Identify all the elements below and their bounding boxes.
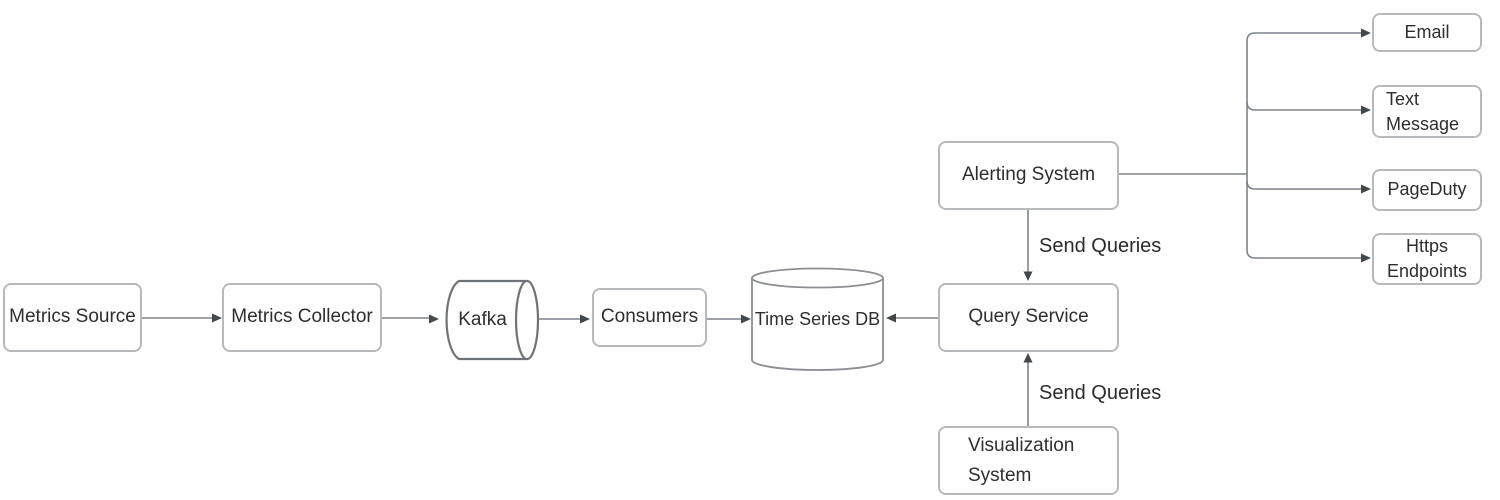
edge-label-send-queries-visualization: Send Queries [1039, 382, 1162, 404]
node-metrics-collector-label: Metrics Collector [231, 306, 373, 328]
node-consumers-label: Consumers [600, 306, 699, 328]
arrowhead-into-textmessage [1361, 105, 1371, 115]
edge-trunk-to-email [1246, 32, 1363, 174]
edge-label-send-queries-alerting: Send Queries [1039, 235, 1162, 257]
node-visualization-system-label: Visualization System [968, 434, 1075, 486]
edge-trunk-to-https [1246, 174, 1363, 259]
arrowhead-into-query-bottom [1023, 353, 1033, 363]
arrowhead-into-tsdb-right [886, 313, 896, 323]
node-email: Email [1372, 13, 1482, 52]
node-pageduty: PageDuty [1372, 169, 1482, 211]
node-query-service-label: Query Service [968, 306, 1089, 328]
edge-trunk-to-pageduty [1246, 180, 1363, 190]
node-email-label: Email [1404, 21, 1450, 42]
arrowhead-into-kafka [429, 314, 439, 324]
node-consumers: Consumers [592, 288, 707, 347]
node-visualization-system: Visualization System [938, 426, 1119, 495]
node-text-message: Text Message [1372, 85, 1482, 138]
kafka-cylinder-icon [445, 279, 540, 361]
node-https-endpoints-label: Https Endpoints [1386, 236, 1468, 281]
arrowhead-into-collector [212, 313, 222, 323]
timeseries-db-cylinder-icon [751, 267, 884, 371]
arrowhead-into-query-top [1023, 271, 1033, 281]
node-alerting-system-label: Alerting System [961, 164, 1096, 186]
arrowhead-into-pageduty [1361, 184, 1371, 194]
node-text-message-label: Text Message [1386, 88, 1460, 134]
node-query-service: Query Service [938, 283, 1119, 352]
node-pageduty-label: PageDuty [1387, 179, 1467, 200]
node-https-endpoints: Https Endpoints [1372, 233, 1482, 285]
edge-trunk-to-textmessage [1246, 101, 1363, 111]
arrowhead-into-email [1361, 28, 1371, 38]
node-metrics-source-label: Metrics Source [9, 306, 136, 328]
arrowhead-into-consumers [580, 314, 590, 324]
node-metrics-collector: Metrics Collector [222, 283, 382, 352]
arrowhead-into-tsdb-left [741, 314, 751, 324]
node-alerting-system: Alerting System [938, 141, 1119, 210]
arrowhead-into-https [1361, 253, 1371, 263]
node-metrics-source: Metrics Source [3, 283, 142, 352]
